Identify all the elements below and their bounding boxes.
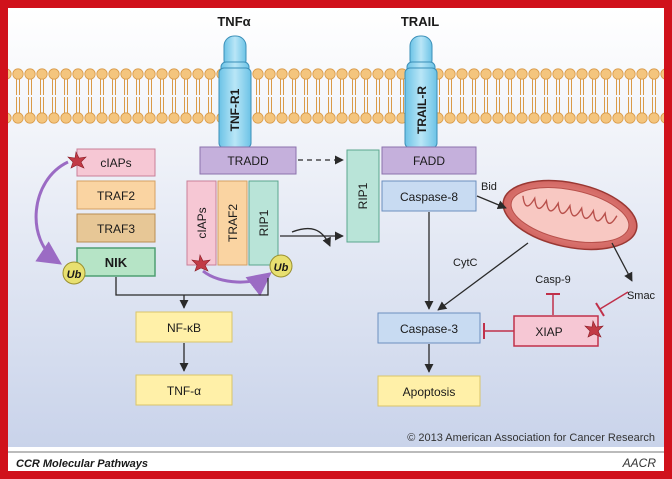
nfkb-box [135, 311, 233, 343]
ciaps-left-box [76, 148, 156, 177]
tnfa-output-box [135, 374, 233, 406]
cell-membrane [8, 68, 664, 124]
ubiquitination-arrow-right [202, 269, 272, 297]
smac-label: Smac [627, 290, 656, 302]
nik-box [76, 247, 156, 277]
star-icon [191, 254, 211, 272]
ub-right-label: Ub [274, 262, 289, 274]
tnfa-ligand-label: TNFα [217, 14, 250, 29]
noncanonical-stack: cIAPs TRAF2 TRAF3 NIK [76, 148, 156, 277]
ciaps-complex-label: cIAPs [195, 207, 209, 238]
caspase3-label: Caspase-3 [400, 322, 458, 336]
fadd-box [381, 146, 477, 175]
smac-inhibition-line [599, 291, 629, 310]
caspase8-box [381, 180, 477, 212]
ciaps-left-label: cIAPs [100, 156, 131, 170]
nfkb-bracket [115, 277, 269, 296]
aacr-logo: AACR [622, 456, 657, 470]
xiap-label: XIAP [535, 325, 562, 339]
smac-arrow [611, 242, 633, 282]
xiap-box [513, 315, 599, 347]
traf2-left-box [76, 180, 156, 210]
traf2-complex-label: TRAF2 [226, 204, 240, 242]
cytc-arrow [437, 242, 529, 311]
apoptosis-box [377, 375, 481, 407]
rip1-mid-label: RIP1 [356, 182, 370, 209]
nik-label: NIK [105, 255, 128, 270]
ub-left-icon [62, 261, 86, 285]
tnf-receptor: TNFα TNF-R1 [217, 14, 252, 149]
tnf-r1-label: TNF-R1 [228, 88, 242, 131]
traf2-left-label: TRAF2 [97, 189, 135, 203]
tnfa-output-label: TNF-α [167, 384, 201, 398]
star-icon [584, 320, 604, 338]
traf3-box [76, 213, 156, 243]
rip1-complex-box [248, 180, 279, 266]
ciaps-complex-box [186, 180, 217, 266]
mitochondrion-icon [502, 179, 638, 251]
apoptosis-label: Apoptosis [403, 385, 456, 399]
footer-bar [8, 453, 664, 471]
trail-ligand-label: TRAIL [401, 14, 439, 29]
casp9-label: Casp-9 [535, 274, 570, 286]
tradd-box [199, 146, 297, 175]
trail-r-label: TRAIL-R [415, 86, 429, 134]
caspase8-label: Caspase-8 [400, 190, 458, 204]
tradd-label: TRADD [227, 154, 269, 168]
caspase3-box [377, 312, 481, 344]
rip1-mid-box [346, 149, 380, 243]
fadd-label: FADD [413, 154, 445, 168]
ub-left-label: Ub [67, 269, 82, 281]
ubiquitination-arrow-left [34, 160, 69, 265]
cytc-label: CytC [453, 257, 478, 269]
trail-receptor: TRAIL TRAIL-R [401, 14, 439, 149]
nfkb-label: NF-κB [167, 321, 201, 335]
traf3-label: TRAF3 [97, 222, 135, 236]
bid-label: Bid [481, 181, 497, 193]
rip1-complex-label: RIP1 [257, 209, 271, 236]
ub-right-icon [269, 254, 293, 278]
bid-arrow [476, 195, 507, 210]
traf2-complex-box [217, 180, 248, 266]
copyright-text: © 2013 American Association for Cancer R… [407, 432, 655, 444]
tnf-complex: cIAPs TRAF2 RIP1 [186, 180, 279, 266]
complex-release-arrow [291, 227, 331, 247]
smac-inhibition-bar [595, 302, 605, 317]
series-title: CCR Molecular Pathways [16, 458, 148, 470]
star-icon [67, 151, 87, 169]
